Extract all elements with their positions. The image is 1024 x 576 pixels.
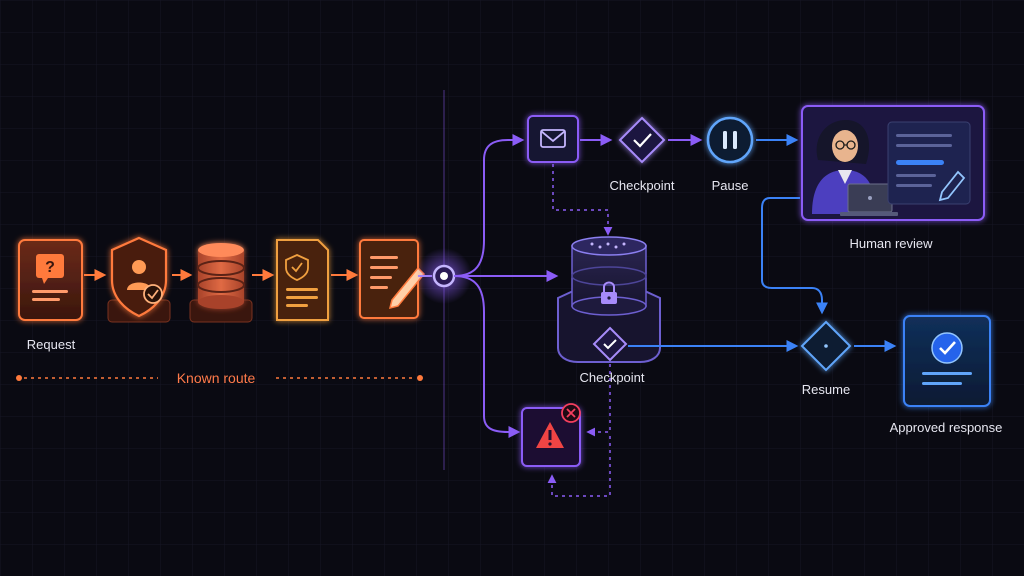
checkpoint-top-label: Checkpoint <box>609 178 675 193</box>
shield-document-node[interactable] <box>276 239 329 321</box>
email-node[interactable] <box>527 115 579 163</box>
known-route-label: Known route <box>176 370 256 386</box>
laptop-icon <box>840 183 898 216</box>
vault-to-alert-dashed <box>586 364 611 437</box>
human-review-node[interactable] <box>801 105 985 221</box>
svg-text:?: ? <box>45 259 55 276</box>
warning-icon <box>536 422 564 448</box>
alert-retry-loop <box>547 436 611 497</box>
database-node[interactable] <box>189 243 253 323</box>
checkpoint-mid-diamond <box>592 326 628 362</box>
edit-document-icon <box>370 256 426 310</box>
request-node[interactable]: ? <box>18 239 83 321</box>
check-circle-icon <box>931 332 963 364</box>
pause-node[interactable] <box>706 116 754 164</box>
checkpoint-top-node[interactable] <box>618 116 666 164</box>
user-shield-node[interactable] <box>107 236 171 323</box>
shield-document-icon <box>285 254 318 307</box>
branch-lines <box>453 134 559 438</box>
branch-to-email <box>453 134 525 277</box>
database-stack-icon <box>197 243 245 309</box>
email-to-vault-dashed <box>552 164 613 236</box>
human-review-label: Human review <box>849 236 933 251</box>
branch-to-alert <box>453 275 521 438</box>
checkmark-icon <box>603 339 617 350</box>
review-to-resume-line <box>761 197 828 315</box>
alert-node[interactable] <box>521 403 581 467</box>
approved-response-label: Approved response <box>889 420 1003 435</box>
server-lights <box>590 242 626 249</box>
user-shield-icon <box>127 260 163 304</box>
resume-label: Resume <box>801 382 851 397</box>
router-hub[interactable] <box>416 248 472 304</box>
question-document-icon: ? <box>32 254 68 301</box>
pause-icon <box>723 131 737 149</box>
request-label: Request <box>26 337 76 352</box>
resume-node[interactable] <box>800 320 852 372</box>
checkmark-icon <box>633 133 652 148</box>
secure-vault-node[interactable] <box>557 236 661 363</box>
lock-icon <box>601 281 617 304</box>
edit-document-node[interactable] <box>359 239 426 319</box>
pencil-icon <box>938 170 966 202</box>
pause-label: Pause <box>711 178 749 193</box>
close-icon <box>561 403 581 423</box>
approved-response-node[interactable] <box>903 315 991 407</box>
reviewer-avatar <box>812 120 876 214</box>
known-route-line <box>16 375 423 381</box>
checkpoint-mid-label: Checkpoint <box>579 370 645 385</box>
left-flow: ? <box>16 236 426 381</box>
review-document <box>887 121 971 205</box>
envelope-icon <box>540 129 566 148</box>
